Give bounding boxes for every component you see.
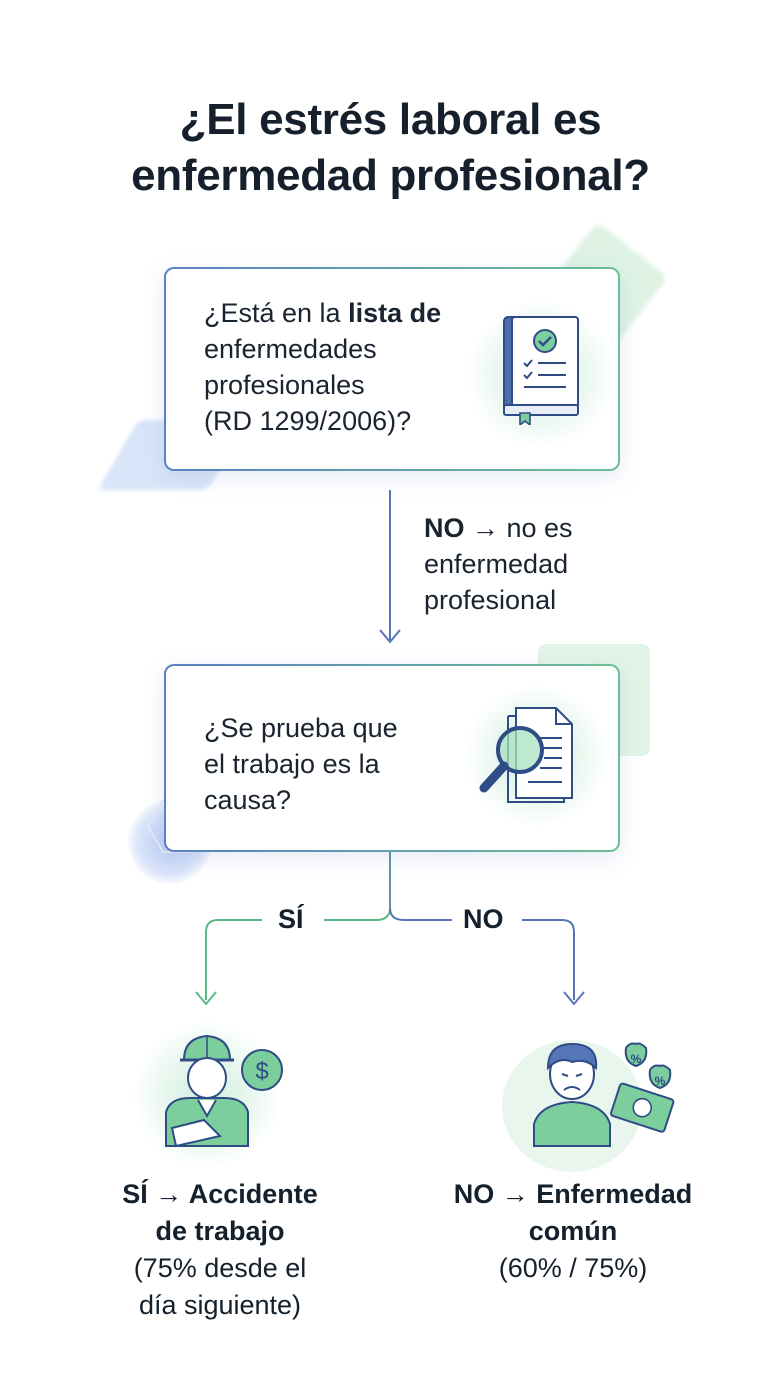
outcome-no-line-2: común <box>528 1216 618 1246</box>
outcome-work-accident: SÍ → Accidente de trabajo (75% desde el … <box>70 1176 370 1324</box>
question-2-line-1: ¿Se prueba que <box>204 713 398 743</box>
no-branch-1-text-1: → no es <box>464 513 573 543</box>
outcome-yes-line-1: SÍ → Accidente <box>122 1179 318 1209</box>
branch-no-label: NO <box>463 904 504 935</box>
arrowhead-right <box>563 991 585 1006</box>
branch-yes-label: SÍ <box>278 904 304 935</box>
question-2-text: ¿Se prueba que el trabajo es la causa? <box>204 710 464 818</box>
arrowhead-left <box>195 991 217 1006</box>
no-branch-1-label: NO → no es enfermedad profesional <box>424 510 644 618</box>
question-1-bold-1: lista de <box>348 298 442 328</box>
book-checklist-icon <box>503 316 579 425</box>
connector-right <box>389 907 575 1000</box>
page-title: ¿El estrés laboral es enfermedad profesi… <box>0 92 781 204</box>
question-2-line-2: el trabajo es la <box>204 749 380 779</box>
no-branch-1-text-2: enfermedad <box>424 549 569 579</box>
question-1-line-3: profesionales <box>204 370 365 400</box>
outcome-no-line-3: (60% / 75%) <box>498 1253 648 1283</box>
magnifier-document-icon <box>479 707 573 803</box>
question-card-list: ¿Está en la lista de enfermedades profes… <box>164 267 620 471</box>
icon-glow <box>132 1020 282 1170</box>
title-line-2: enfermedad profesional? <box>131 151 650 200</box>
question-1-line-2: enfermedades <box>204 334 377 364</box>
arrowhead-q1-to-q2 <box>379 629 401 644</box>
outcome-yes-line-4: día siguiente) <box>138 1290 302 1320</box>
no-branch-1-bold: NO <box>424 513 465 543</box>
outcome-yes-line-3: (75% desde el <box>133 1253 307 1283</box>
title-line-1: ¿El estrés laboral es <box>179 95 602 144</box>
question-1-prefix: ¿Está en la <box>204 298 349 328</box>
question-2-line-3: causa? <box>204 785 292 815</box>
outcome-yes-line-2: de trabajo <box>155 1216 285 1246</box>
question-1-suffix: (RD 1299/2006)? <box>204 406 412 436</box>
outcome-no-line-1: NO → Enfermedad <box>453 1179 693 1209</box>
no-branch-1-text-3: profesional <box>424 585 557 615</box>
question-1-text: ¿Está en la lista de enfermedades profes… <box>204 295 504 439</box>
outcome-common-illness: NO → Enfermedad común (60% / 75%) <box>423 1176 723 1287</box>
question-card-causation: ¿Se prueba que el trabajo es la causa? <box>164 664 620 852</box>
